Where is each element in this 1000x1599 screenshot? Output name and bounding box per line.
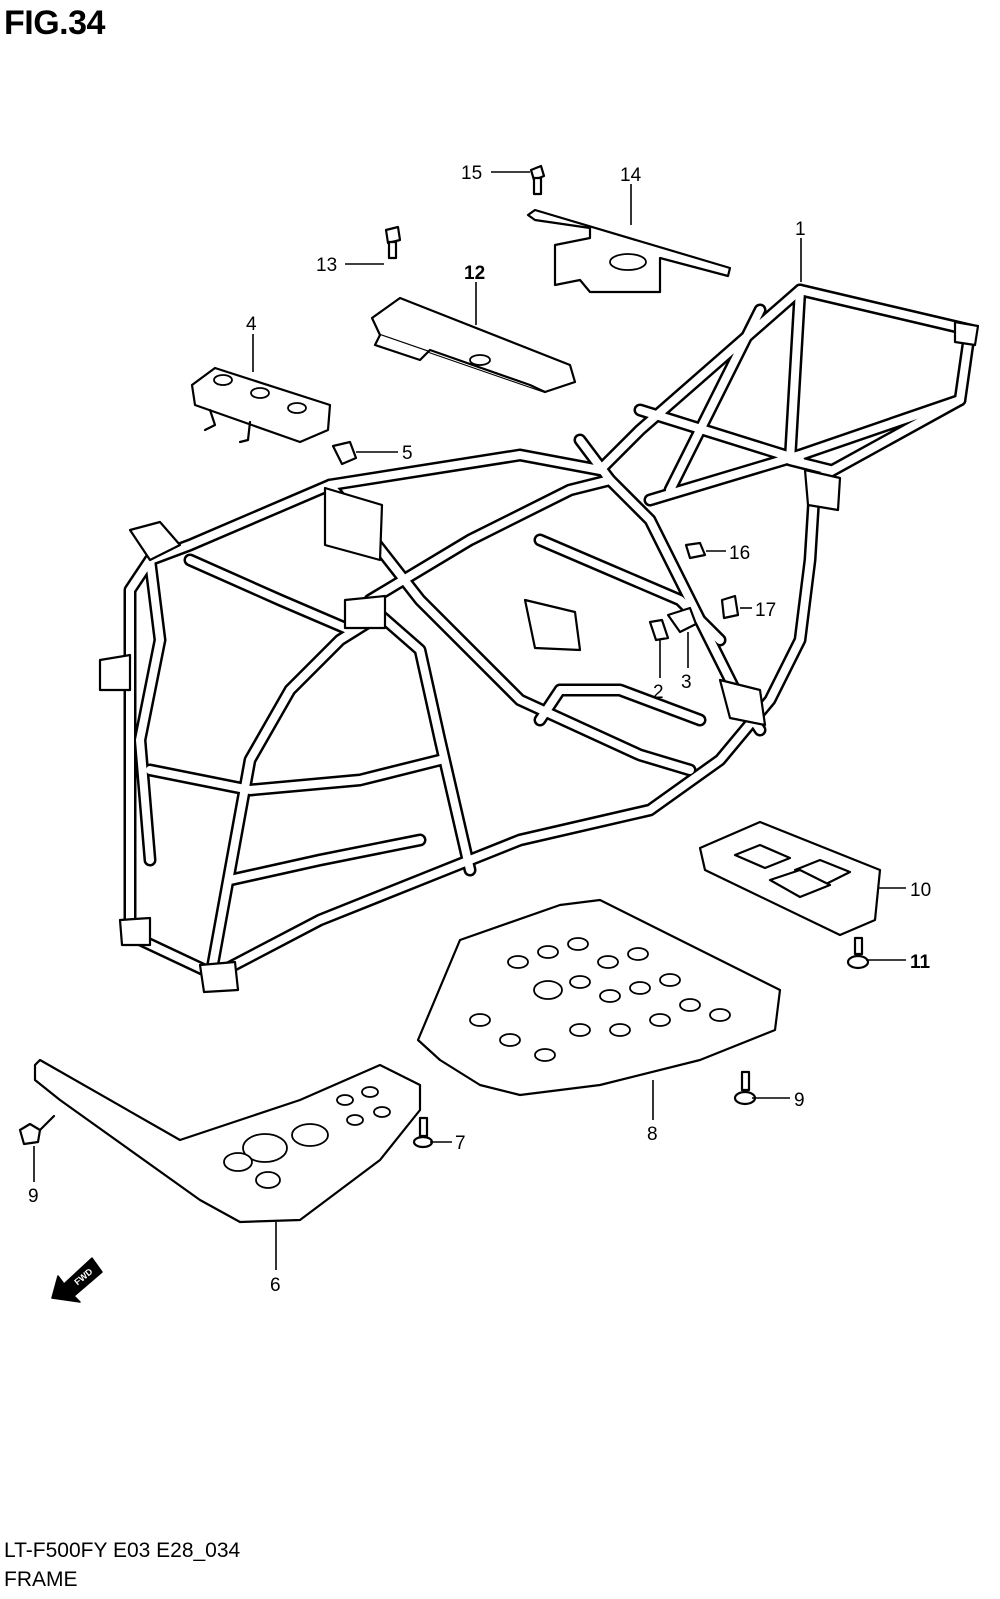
clip-2 — [648, 618, 670, 642]
clip-17 — [720, 594, 740, 620]
callout-labels: 1 2 3 4 5 6 7 8 9 9 10 11 12 13 14 15 16… — [28, 163, 931, 1296]
bolt-3 — [666, 606, 698, 634]
bracket-12 — [370, 296, 577, 394]
callout-16: 16 — [729, 543, 750, 564]
callout-6: 6 — [270, 1275, 281, 1296]
frame-exploded-diagram: 1 2 3 4 5 6 7 8 9 9 10 11 12 13 14 15 16… — [18, 163, 980, 1303]
callout-11: 11 — [910, 952, 931, 973]
main-frame — [98, 283, 980, 994]
section-name: FRAME — [4, 1568, 78, 1591]
callout-1: 1 — [795, 219, 806, 240]
figure-title: FIG.34 — [4, 4, 105, 42]
callout-7: 7 — [455, 1133, 466, 1154]
bolt-5 — [331, 440, 358, 466]
callout-17: 17 — [755, 600, 776, 621]
callout-9-right: 9 — [794, 1090, 805, 1111]
callout-5: 5 — [402, 443, 413, 464]
callout-9-left: 9 — [28, 1186, 39, 1207]
plate-10 — [698, 820, 882, 937]
bolt-7 — [412, 1116, 434, 1149]
callout-4: 4 — [246, 314, 257, 335]
callout-10: 10 — [910, 880, 931, 901]
skid-plate-8 — [416, 898, 782, 1097]
callout-3: 3 — [681, 672, 692, 693]
callout-12: 12 — [464, 263, 485, 284]
bracket-14 — [526, 208, 732, 294]
model-code: LT-F500FY E03 E28_034 — [4, 1539, 241, 1562]
bolt-11 — [846, 936, 870, 970]
leader-lines — [33, 171, 906, 1270]
bracket-plate-4 — [190, 366, 332, 444]
bolt-9-right — [733, 1070, 757, 1106]
callout-14: 14 — [620, 165, 642, 186]
bolt-9-left — [18, 1114, 56, 1146]
callout-8: 8 — [647, 1124, 658, 1145]
bolt-15 — [529, 164, 546, 196]
callout-15: 15 — [461, 163, 482, 184]
forward-arrow-icon: FWD — [51, 1257, 103, 1303]
clip-16 — [684, 541, 707, 560]
callout-2: 2 — [653, 682, 664, 703]
callout-13: 13 — [316, 255, 337, 276]
bolt-13 — [384, 225, 402, 260]
skid-plate-6 — [33, 1058, 422, 1224]
